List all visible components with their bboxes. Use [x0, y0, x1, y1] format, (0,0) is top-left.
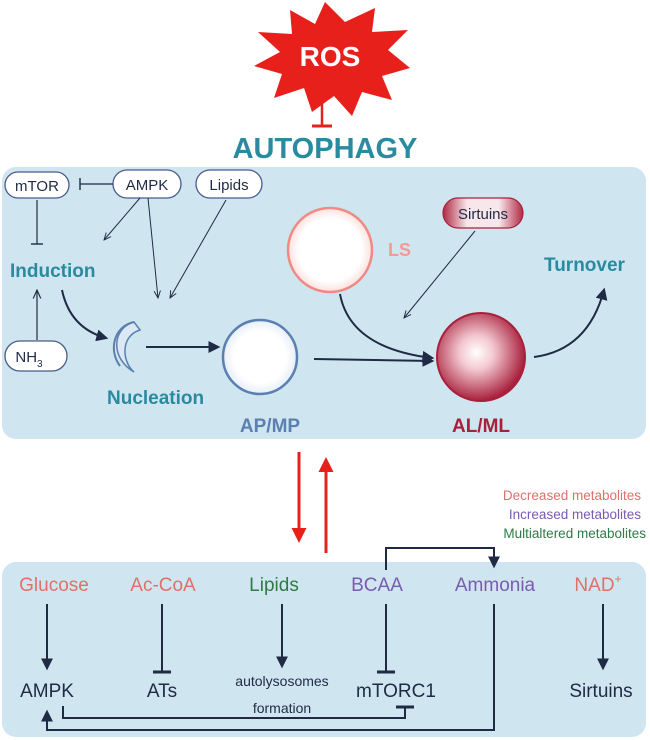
mtorc1-label: mTORC1 — [356, 681, 436, 702]
nad-label: NAD+ — [574, 572, 621, 596]
lipids-to-nucleation-arrow — [170, 199, 227, 298]
sirtuins-to-fusion-arrow — [404, 230, 476, 318]
ls-label: LS — [388, 240, 411, 260]
ammonia-to-ampk-connector — [41, 604, 495, 731]
bcaa-label: BCAA — [351, 575, 403, 596]
acetyl-coa-label: Ac-CoA — [130, 575, 196, 596]
ampk-to-induction-arrow — [104, 197, 141, 240]
metabolites-panel — [2, 562, 646, 737]
mtor-node — [4, 171, 70, 199]
phagophore-shape — [116, 321, 142, 373]
nh3-subscript: 3 — [37, 359, 43, 370]
autophagosome-circle — [221, 318, 299, 396]
sirtuins-node — [442, 197, 524, 229]
ampk-bottom-label: AMPK — [20, 681, 74, 702]
ap-mp-label: AP/MP — [240, 416, 301, 437]
ats-label: ATs — [147, 681, 177, 702]
legend-multialtered: Multialtered metabolites — [503, 526, 646, 541]
autophagy-title: AUTOPHAGY — [233, 133, 418, 165]
lipids-metabolite-label: Lipids — [249, 575, 299, 596]
lipids-label: Lipids — [209, 177, 248, 194]
autolysosome-to-turnover-arrow — [533, 287, 608, 358]
legend-increased: Increased metabolites — [509, 507, 641, 522]
formation-label: formation — [253, 700, 311, 716]
mtor-label: mTOR — [15, 178, 59, 195]
nucleation-label: Nucleation — [107, 388, 204, 409]
ls-to-autolysosome-arrow — [339, 293, 435, 363]
ros-label: ROS — [300, 41, 361, 72]
induction-to-nucleation-arrow — [61, 289, 109, 342]
ap-to-autolysosome-arrow — [313, 354, 435, 367]
ampk-inhibits-mtorc1-connector — [62, 706, 406, 719]
legend-decreased: Decreased metabolites — [503, 488, 641, 503]
ros-burst-shape — [254, 2, 410, 116]
autolysosome-circle — [436, 312, 526, 402]
ampk-label: AMPK — [126, 177, 169, 194]
ampk-to-nucleation-arrow — [147, 197, 158, 298]
bcaa-to-ammonia-connector — [385, 547, 500, 570]
nh3-node — [4, 340, 68, 372]
lysosome-circle — [286, 206, 374, 294]
nh3-text: NH — [15, 349, 37, 366]
al-ml-label: AL/ML — [452, 416, 510, 437]
lipids-node — [195, 169, 263, 199]
phagophore-rim — [112, 321, 135, 367]
glucose-label: Glucose — [19, 575, 89, 596]
turnover-label: Turnover — [544, 255, 626, 276]
induction-label: Induction — [10, 261, 95, 282]
autolysosomes-label: autolysosomes — [235, 673, 328, 689]
sirtuins-bottom-label: Sirtuins — [569, 681, 632, 702]
ammonia-label: Ammonia — [455, 575, 536, 596]
nh3-label: NH3 — [15, 349, 43, 370]
sirtuins-label: Sirtuins — [458, 206, 508, 223]
nad-text: NAD — [574, 575, 614, 596]
nad-superscript: + — [615, 572, 622, 586]
